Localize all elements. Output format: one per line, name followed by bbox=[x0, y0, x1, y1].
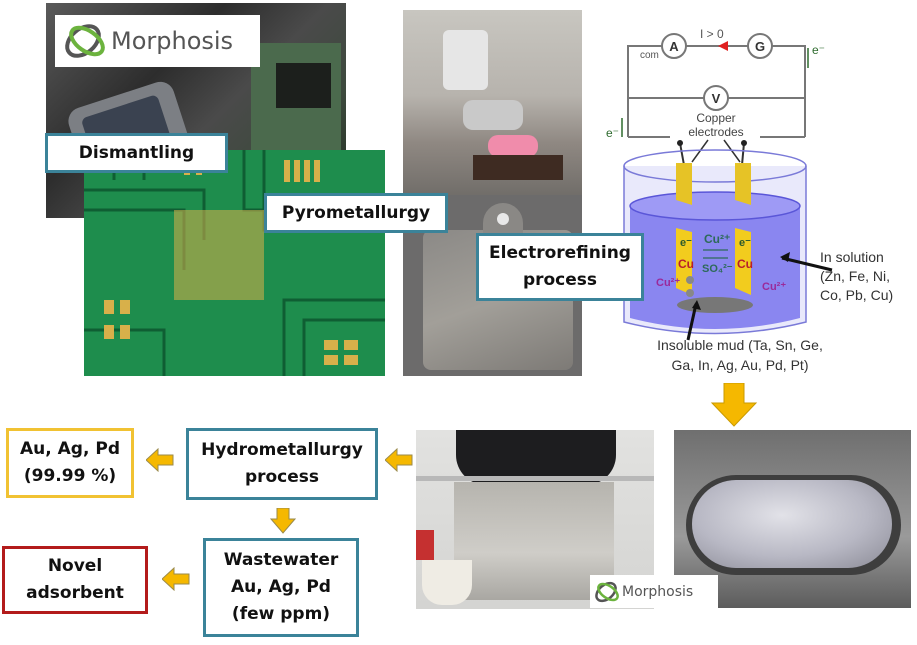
svg-text:Cu²⁺: Cu²⁺ bbox=[762, 281, 786, 293]
morphosis-logo-bottom-text: Morphosis bbox=[622, 583, 694, 600]
arrow-left-to-products bbox=[146, 448, 174, 472]
arrow-left-to-hydrometallurgy bbox=[385, 448, 413, 472]
electrodes-label-2: electrodes bbox=[688, 125, 743, 139]
svg-text:Cu: Cu bbox=[678, 257, 694, 271]
ion-so4: SO₄²⁻ bbox=[702, 263, 733, 275]
current-direction-arrow bbox=[718, 41, 728, 51]
products-box: Au, Ag, Pd(99.99 %) bbox=[6, 428, 134, 498]
in-solution-label-1: In solution bbox=[820, 249, 884, 265]
dismantling-label: Dismantling bbox=[45, 133, 228, 173]
ammeter-label: A bbox=[669, 39, 679, 54]
generator-icon bbox=[747, 33, 773, 59]
morphosis-logo-bottom-icon bbox=[595, 581, 619, 602]
current-label: I > 0 bbox=[700, 27, 724, 41]
svg-text:e⁻: e⁻ bbox=[739, 237, 751, 249]
generator-label: G bbox=[755, 39, 765, 54]
electron-label-right: e⁻ bbox=[812, 43, 825, 57]
electrorefining-diagram: A G V com I > 0 e⁻ e⁻ Copper electrodes … bbox=[606, 27, 893, 373]
insoluble-mud-label-2: Ga, In, Ag, Au, Pd, Pt) bbox=[672, 357, 809, 373]
svg-text:Cu²⁺: Cu²⁺ bbox=[656, 277, 680, 289]
insoluble-mud-label-1: Insoluble mud (Ta, Sn, Ge, bbox=[657, 337, 823, 353]
furnace-photo bbox=[403, 10, 582, 200]
morphosis-logo-top: Morphosis bbox=[55, 15, 260, 67]
ammeter-icon bbox=[661, 33, 687, 59]
ion-cu: Cu²⁺ bbox=[704, 232, 730, 246]
arrow-down-to-wastewater bbox=[270, 508, 296, 534]
voltmeter-label: V bbox=[712, 91, 721, 106]
svg-text:e⁻: e⁻ bbox=[680, 237, 692, 249]
cathode-electrode bbox=[735, 228, 751, 295]
voltmeter-icon bbox=[703, 85, 729, 111]
in-solution-label-2: (Zn, Fe, Ni, bbox=[820, 268, 890, 284]
in-solution-label-3: Co, Pb, Cu) bbox=[820, 287, 893, 303]
ingot-photo bbox=[674, 430, 911, 608]
mud-deposit bbox=[677, 297, 753, 313]
com-label: com bbox=[640, 50, 659, 61]
arrow-left-to-adsorbent bbox=[162, 567, 190, 591]
electron-label-left: e⁻ bbox=[606, 126, 619, 140]
svg-text:Cu: Cu bbox=[737, 257, 753, 271]
electrodes-label-1: Copper bbox=[696, 111, 735, 125]
pyrometallurgy-label: Pyrometallurgy bbox=[264, 193, 448, 233]
morphosis-logo-bottom: Morphosis bbox=[590, 575, 718, 608]
pcb-photo bbox=[84, 150, 385, 376]
pcb-traces bbox=[84, 150, 385, 376]
morphosis-logo-text: Morphosis bbox=[111, 27, 234, 55]
arrow-down-to-ingot bbox=[710, 383, 758, 427]
morphosis-logo-icon bbox=[65, 24, 105, 58]
